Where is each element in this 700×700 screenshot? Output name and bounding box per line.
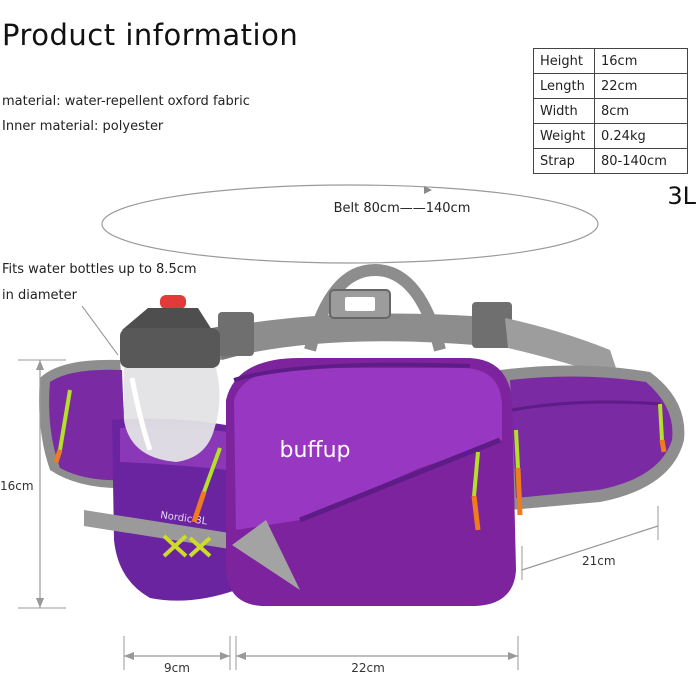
spec-value: 8cm <box>594 98 688 124</box>
spec-row-weight: Weight 0.24kg <box>533 123 688 149</box>
spec-row-strap: Strap 80-140cm <box>533 148 688 174</box>
left-wing <box>39 359 130 489</box>
spec-row-width: Width 8cm <box>533 98 688 124</box>
page-title: Product information <box>2 18 299 52</box>
spec-label: Length <box>533 73 595 99</box>
length-label: 22cm <box>351 661 385 675</box>
material-inner: Inner material: polyester <box>2 119 164 134</box>
spec-value: 80-140cm <box>594 148 688 174</box>
height-dimension <box>18 359 66 609</box>
width-dimensions <box>123 636 519 670</box>
water-bottle <box>120 295 220 462</box>
spec-table: Height 16cm Length 22cm Width 8cm Weight… <box>533 48 688 174</box>
depth-dimension <box>521 506 659 580</box>
right-wing <box>500 365 685 516</box>
spec-label: Strap <box>533 148 595 174</box>
belt-label: Belt 80cm——140cm <box>334 201 471 216</box>
belt-ellipse <box>101 184 599 264</box>
height-label: 16cm <box>0 479 34 493</box>
spec-value: 22cm <box>594 73 688 99</box>
spec-value: 16cm <box>594 48 688 74</box>
brand-logo: buffup <box>280 438 351 463</box>
bottle-pointer-line <box>81 305 119 356</box>
material-outer: material: water-repellent oxford fabric <box>2 94 250 109</box>
spec-row-length: Length 22cm <box>533 73 688 99</box>
spec-label: Weight <box>533 123 595 149</box>
spec-label: Height <box>533 48 595 74</box>
capacity-label: 3L <box>667 182 696 210</box>
bottle-note-line1: Fits water bottles up to 8.5cm <box>2 262 197 277</box>
spec-label: Width <box>533 98 595 124</box>
top-buckle <box>304 263 446 352</box>
spec-value: 0.24kg <box>594 123 688 149</box>
main-pouch <box>191 358 516 606</box>
depth-label: 21cm <box>582 554 616 568</box>
bottle-note-line2: in diameter <box>2 288 77 303</box>
spec-row-height: Height 16cm <box>533 48 688 74</box>
pocket-width-label: 9cm <box>164 661 190 675</box>
